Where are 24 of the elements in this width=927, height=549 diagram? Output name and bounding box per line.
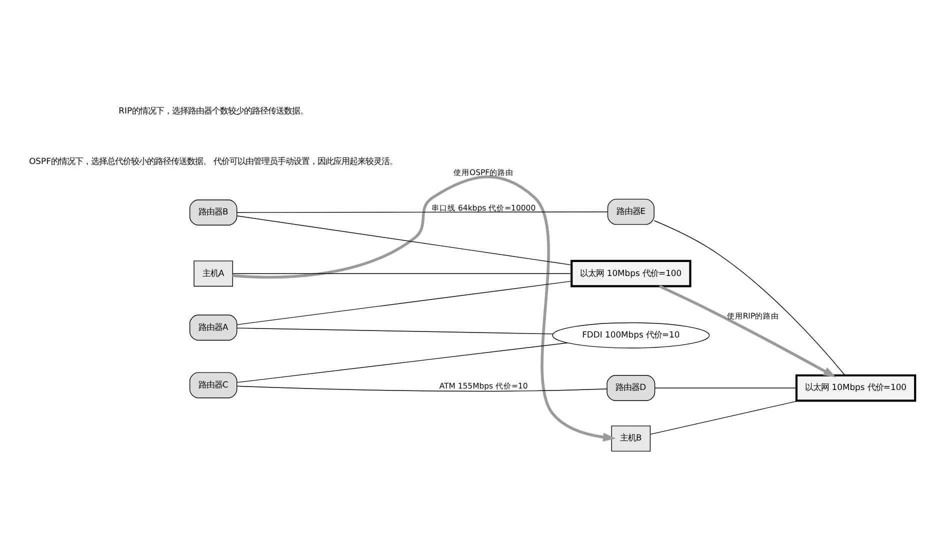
node-box: 路由器B	[189, 199, 238, 225]
connector	[654, 220, 846, 376]
node-box: 主机A	[194, 260, 233, 286]
label: RIP的情况下，选择路由器个数较少的路径传送数据。	[118, 105, 308, 116]
node-box: 路由器C	[189, 372, 238, 398]
connector	[236, 215, 572, 265]
connector	[236, 280, 572, 325]
node-ellipse: FDDI 100Mbps 代价=10	[552, 322, 710, 348]
node-box: 路由器A	[189, 314, 238, 340]
connector	[236, 327, 554, 334]
label: OSPF的情况下，选择总代价较小的路径传送数据。 代价可以由管理员手动设置，因此应用起来较灵活。	[29, 156, 398, 166]
arrow	[658, 284, 836, 377]
node-box: 主机B	[611, 425, 651, 452]
node-box: 路由器D	[606, 374, 656, 400]
connector	[236, 385, 608, 392]
node-box: 路由器E	[607, 198, 654, 224]
arrow	[232, 175, 616, 442]
connector	[654, 387, 797, 388]
connector	[236, 211, 608, 212]
node-box: 以太网 10Mbps 代价=100	[570, 259, 692, 287]
node-box: 以太网 10Mbps 代价=100	[795, 374, 916, 402]
connector	[236, 342, 568, 382]
connector	[232, 272, 572, 274]
connector	[650, 400, 800, 434]
